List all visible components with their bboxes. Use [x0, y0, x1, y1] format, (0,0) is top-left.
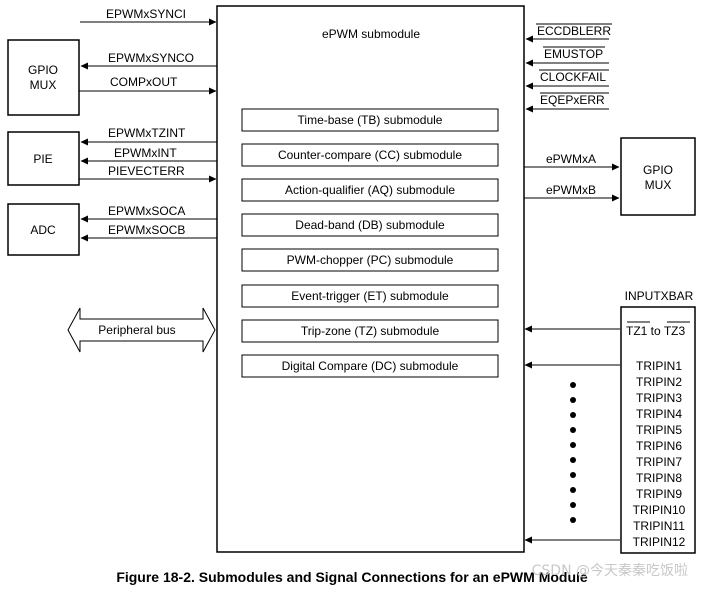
tripin-label: TRIPIN5: [636, 423, 682, 437]
tripin-label: TRIPIN9: [636, 487, 682, 501]
watermark: CSDN @今天秦秦吃饭啦: [532, 562, 688, 579]
submodule-box: [241, 178, 499, 202]
submodule-label: Trip-zone (TZ) submodule: [301, 324, 440, 338]
adc-block: [7, 203, 80, 256]
tripin-list: TRIPIN1 TRIPIN2 TRIPIN3 TRIPIN4 TRIPIN5 …: [633, 359, 686, 549]
pie-block: [7, 131, 80, 186]
submodule-box: [241, 319, 499, 343]
peripheral-bus-arrow: [67, 307, 216, 353]
tripin-label: TRIPIN3: [636, 391, 682, 405]
tripin-label: TRIPIN11: [633, 519, 685, 533]
submodule-list: Time-base (TB) submodule Counter-compare…: [241, 108, 499, 378]
tripin-label: TRIPIN7: [636, 455, 682, 469]
epwmxa-label: ePWMxA: [546, 152, 596, 166]
emustop-label: EMUSTOP: [544, 47, 603, 61]
tz1-text: TZ1: [626, 324, 648, 338]
submodule-label: Digital Compare (DC) submodule: [282, 359, 459, 373]
tripin-label: TRIPIN10: [633, 503, 686, 517]
soca-label: EPWMxSOCA: [108, 204, 185, 218]
pievecterr-label: PIEVECTERR: [108, 164, 185, 178]
eqepxerr-label: EQEPxERR: [540, 93, 605, 107]
inputxbar-block: [620, 306, 696, 554]
epwm-main-block: [216, 5, 525, 553]
submodule-box: [241, 354, 499, 378]
submodule-box: [241, 213, 499, 237]
right-gpio-mux-line2: MUX: [645, 178, 672, 192]
tz-to-text: to: [647, 324, 663, 338]
submodule-label: Event-trigger (ET) submodule: [291, 289, 449, 303]
right-input-signals: ECCDBLERR EMUSTOP CLOCKFAIL EQEPxERR: [525, 23, 612, 113]
tripin-label: TRIPIN8: [636, 471, 682, 485]
submodule-label: Dead-band (DB) submodule: [295, 218, 445, 232]
synco-label: EPWMxSYNCO: [108, 51, 194, 65]
left-gpio-mux-line2: MUX: [30, 78, 57, 92]
submodule-box: [241, 143, 499, 167]
tripin-label: TRIPIN4: [636, 407, 682, 421]
right-gpio-mux-line1: GPIO: [643, 163, 673, 177]
submodule-label: Action-qualifier (AQ) submodule: [285, 183, 455, 197]
submodule-box: [241, 284, 499, 308]
inputxbar-title: INPUTXBAR: [625, 289, 694, 303]
submodule-label: Counter-compare (CC) submodule: [278, 148, 462, 162]
epwm-main-title: ePWM submodule: [322, 27, 420, 41]
compxout-label: COMPxOUT: [110, 75, 178, 89]
left-gpio-mux-block: [7, 39, 80, 116]
tripin-label: TRIPIN6: [636, 439, 682, 453]
submodule-box: [241, 248, 499, 272]
epwmxb-label: ePWMxB: [546, 183, 596, 197]
submodule-label: PWM-chopper (PC) submodule: [287, 253, 454, 267]
tripin-label: TRIPIN1: [636, 359, 682, 373]
peripheral-bus-label: Peripheral bus: [98, 323, 175, 337]
figure-caption: Figure 18-2. Submodules and Signal Conne…: [116, 569, 588, 585]
tz3-text: TZ3: [664, 324, 686, 338]
socb-label: EPWMxSOCB: [108, 223, 185, 237]
eccdblerr-label: ECCDBLERR: [537, 24, 611, 38]
tz-range-label: TZ1 to TZ3: [626, 324, 685, 338]
submodule-label: Time-base (TB) submodule: [298, 113, 443, 127]
clockfail-label: CLOCKFAIL: [540, 70, 606, 84]
adc-label: ADC: [30, 223, 56, 237]
tripin-label: TRIPIN2: [636, 375, 682, 389]
int-label: EPWMxINT: [114, 146, 177, 160]
tripin-label: TRIPIN12: [633, 535, 686, 549]
ellipsis-dots: [570, 382, 576, 523]
submodule-box: [241, 108, 499, 132]
pie-label: PIE: [33, 152, 52, 166]
tzint-label: EPWMxTZINT: [108, 126, 186, 140]
synci-label: EPWMxSYNCI: [106, 7, 186, 21]
right-gpio-mux-block: [620, 137, 696, 216]
left-gpio-mux-line1: GPIO: [28, 63, 58, 77]
